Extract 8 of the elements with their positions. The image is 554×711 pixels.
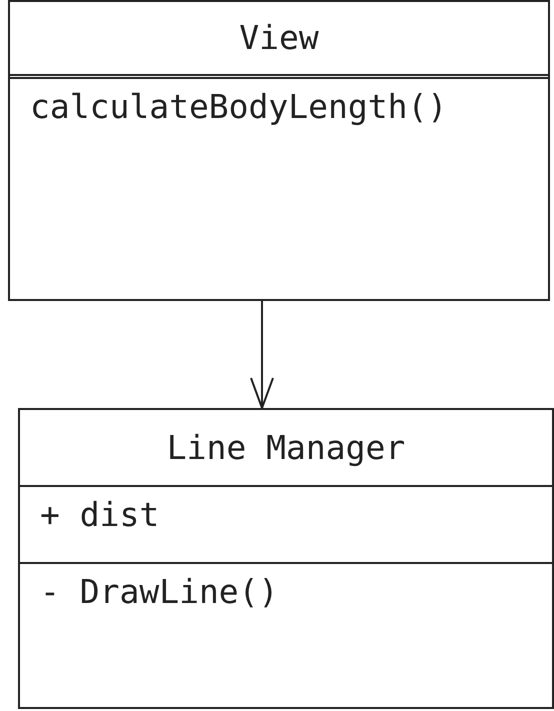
class-attribute: + dist — [40, 494, 160, 534]
class-method: calculateBodyLength() — [30, 86, 448, 126]
arrow — [250, 301, 274, 409]
class-box — [8, 0, 550, 301]
class-name: Line Manager — [166, 428, 406, 468]
class-name: View — [239, 18, 319, 58]
class-method: - DrawLine() — [40, 572, 278, 611]
class-box — [18, 408, 554, 709]
